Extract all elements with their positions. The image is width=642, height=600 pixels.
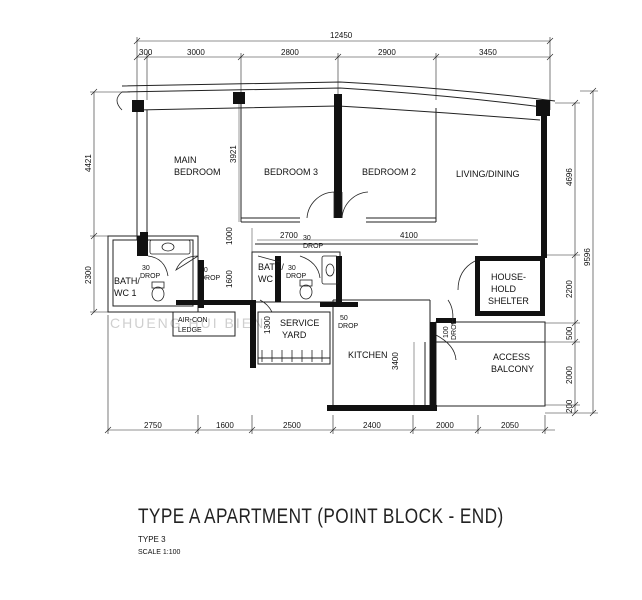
dim-right-2: 2200: [565, 280, 574, 298]
label-main-bedroom-2: BEDROOM: [174, 167, 221, 177]
label-household-1: HOUSE-: [491, 272, 526, 282]
dim-left-2: 2300: [84, 266, 93, 284]
dim-bottom-4: 2400: [363, 421, 381, 430]
drop-2-text: DROP: [200, 275, 221, 282]
dim-bottom-2: 1600: [216, 421, 234, 430]
dim-yard-height: 1300: [263, 316, 272, 334]
drop-5-value: 50: [340, 315, 348, 322]
dim-overall-top: 12450: [330, 31, 353, 40]
dim-wc2-height: 1600: [225, 270, 234, 288]
label-main-bedroom-1: MAIN: [174, 155, 197, 165]
dim-right-4: 2000: [565, 366, 574, 384]
label-bedroom-3: BEDROOM 3: [264, 167, 318, 177]
label-service-yard-1: SERVICE: [280, 318, 319, 328]
plan-title: TYPE A APARTMENT (POINT BLOCK - END): [138, 505, 504, 528]
plan-scale: SCALE 1:100: [138, 549, 181, 556]
dim-bottom-5: 2000: [436, 421, 454, 430]
dim-right-3: 500: [565, 326, 574, 340]
label-access-balcony-1: ACCESS: [493, 352, 530, 362]
label-service-yard-2: YARD: [282, 330, 307, 340]
dim-right-1: 4696: [565, 168, 574, 186]
dim-top-1: 300: [139, 48, 153, 57]
title-block: TYPE A APARTMENT (POINT BLOCK - END) TYP…: [138, 505, 584, 556]
label-living-dining: LIVING/DINING: [456, 169, 520, 179]
dim-bottom-3: 2500: [283, 421, 301, 430]
top-dimensions: [133, 37, 554, 110]
label-bath-wc2-1: BATH/: [258, 262, 284, 272]
drop-6-value: 100: [443, 326, 450, 338]
dim-corridor-left: 2700: [280, 231, 298, 240]
dim-bed3-height: 3921: [229, 145, 238, 163]
drop-4-text: DROP: [286, 273, 307, 280]
dim-left-1: 4421: [84, 154, 93, 172]
watermark-text: CHUENG HUI BIEN: [110, 315, 265, 331]
label-bath-wc1-2: WC 1: [114, 288, 137, 298]
drop-3-text: DROP: [303, 243, 324, 250]
drop-5-text: DROP: [338, 323, 359, 330]
drop-1-value: 30: [142, 265, 150, 272]
dim-bottom-1: 2750: [144, 421, 162, 430]
label-aircon-ledge-2: LEDGE: [178, 327, 202, 334]
dim-kitchen-height: 3400: [391, 352, 400, 370]
plan-subtitle: TYPE 3: [138, 535, 166, 544]
right-dimensions: [545, 87, 598, 417]
dim-top-5: 3450: [479, 48, 497, 57]
label-access-balcony-2: BALCONY: [491, 364, 534, 374]
label-bath-wc1-1: BATH/: [114, 276, 140, 286]
doors: [116, 91, 476, 361]
dim-wc-gap: 1000: [225, 227, 234, 245]
dim-right-total: 9596: [583, 248, 592, 266]
dim-bottom-6: 2050: [501, 421, 519, 430]
dim-right-5: 200: [565, 399, 574, 413]
dim-top-4: 2900: [378, 48, 396, 57]
dim-top-3: 2800: [281, 48, 299, 57]
dim-top-2: 3000: [187, 48, 205, 57]
structural-walls: [132, 92, 550, 411]
label-bath-wc2-2: WC 2: [258, 274, 281, 284]
label-aircon-ledge-1: AIR-CON: [178, 317, 208, 324]
drop-3-value: 30: [303, 235, 311, 242]
label-kitchen: KITCHEN: [348, 350, 388, 360]
thin-walls: [107, 81, 556, 407]
drop-6-text: DROP: [451, 319, 458, 340]
label-household-2: HOLD: [491, 284, 517, 294]
label-bedroom-2: BEDROOM 2: [362, 167, 416, 177]
label-household-3: SHELTER: [488, 296, 529, 306]
drop-2-value: 30: [200, 267, 208, 274]
fixtures: [149, 239, 339, 362]
dim-corridor-right: 4100: [400, 231, 418, 240]
bottom-dimensions: [104, 315, 555, 434]
drop-4-value: 30: [288, 265, 296, 272]
drop-1-text: DROP: [140, 273, 161, 280]
